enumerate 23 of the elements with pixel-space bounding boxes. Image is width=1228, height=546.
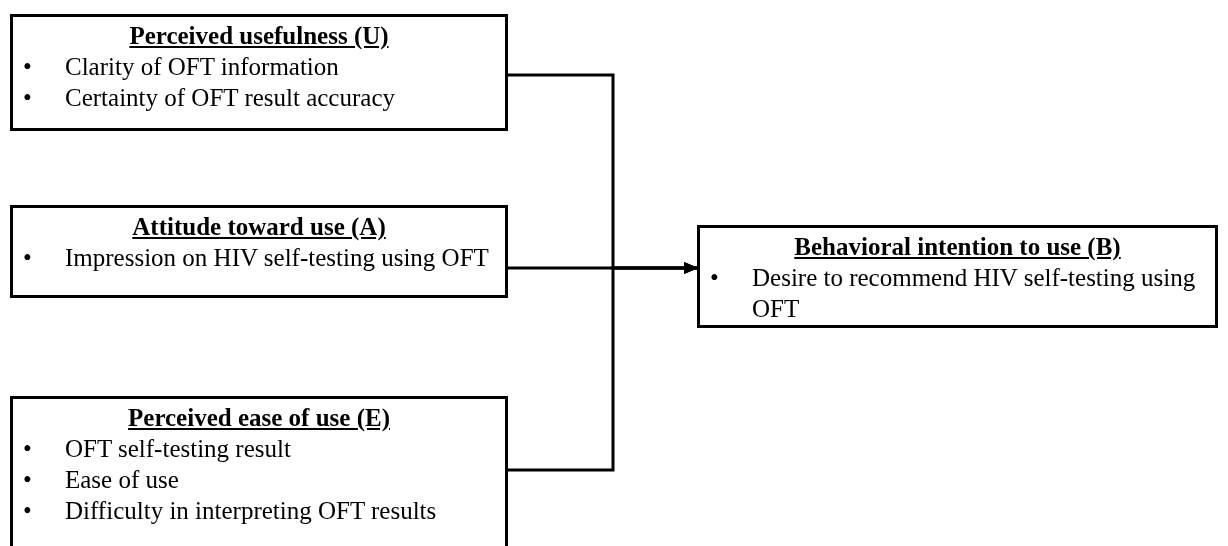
- bullet-item: Impression on HIV self-testing using OFT: [65, 243, 489, 273]
- construct-heading: Attitude toward use (A): [131, 212, 387, 242]
- bullet-item: Difficulty in interpreting OFT results: [65, 496, 437, 526]
- bullet-marker: •: [23, 465, 33, 495]
- construct-heading: Perceived ease of use (E): [127, 403, 391, 433]
- construct-box: [10, 14, 508, 131]
- bullet-marker: •: [23, 434, 33, 464]
- construct-heading: Behavioral intention to use (B): [793, 232, 1122, 262]
- bullet-marker: •: [23, 83, 33, 113]
- bullet-marker: •: [23, 243, 33, 273]
- connector-arrow: [508, 262, 698, 472]
- bullet-marker: •: [710, 263, 720, 293]
- bullet-marker: •: [23, 52, 33, 82]
- construct-heading: Perceived usefulness (U): [128, 21, 390, 51]
- bullet-item: Certainty of OFT result accuracy: [65, 83, 395, 113]
- construct-box: [10, 205, 508, 298]
- construct-box: [697, 225, 1218, 328]
- bullet-item: OFT self-testing result: [65, 434, 291, 464]
- bullet-item: Desire to recommend HIV self-testing using OFT: [752, 263, 1197, 324]
- construct-box: [10, 396, 508, 546]
- bullet-item: Ease of use: [65, 465, 179, 495]
- bullet-item: Clarity of OFT information: [65, 52, 339, 82]
- bullet-marker: •: [23, 496, 33, 526]
